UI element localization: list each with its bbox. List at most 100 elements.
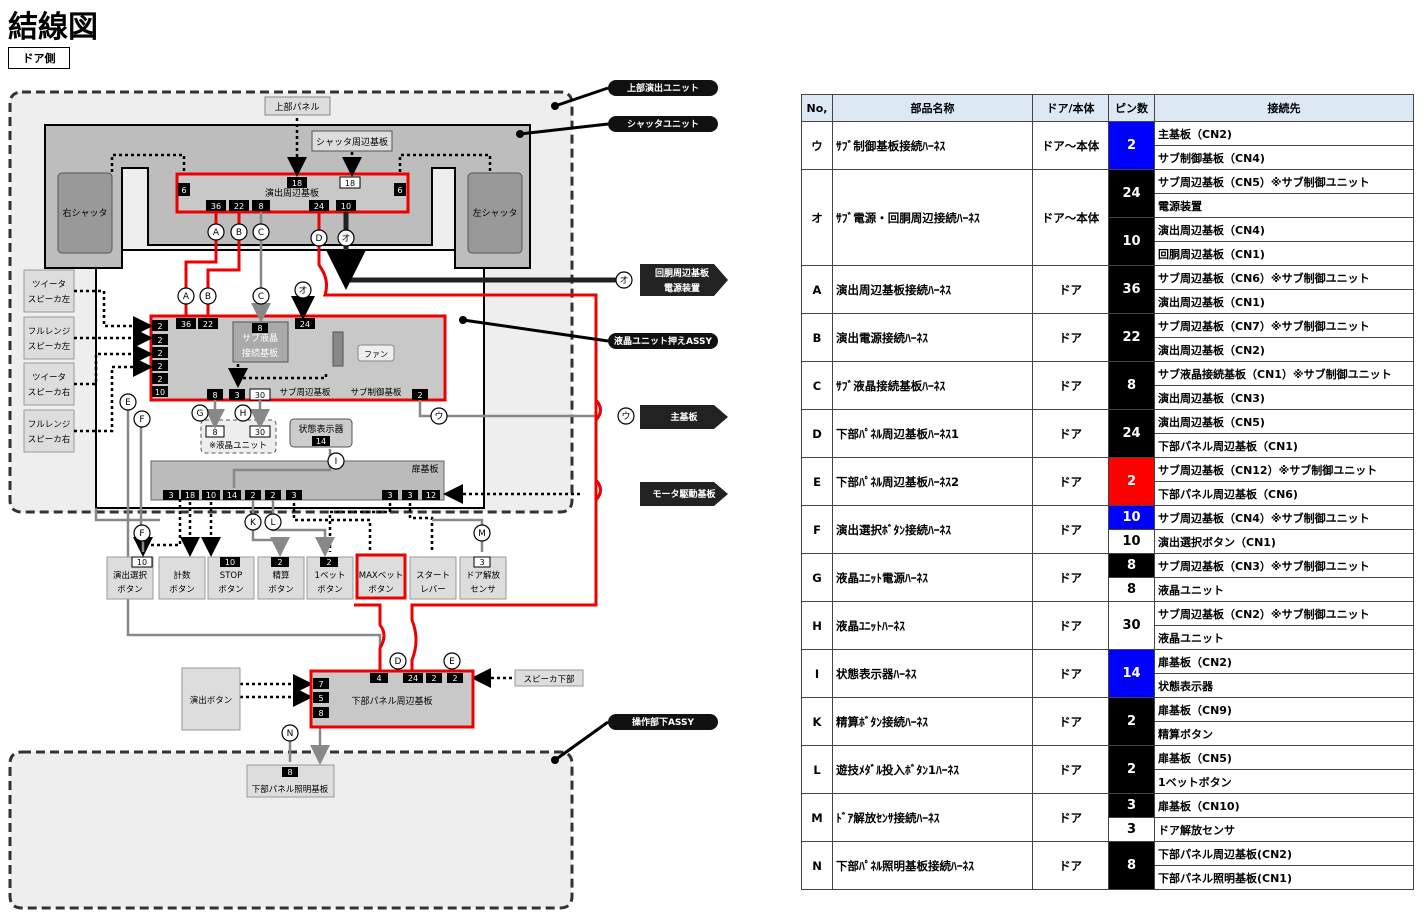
cell-dest: 液晶ユニット [1154,577,1414,602]
cell-pins: 24 [1108,409,1155,458]
svg-text:8: 8 [318,709,323,718]
cell-loc: ドア [1032,265,1109,314]
cell-dest: 扉基板（CN2) [1154,649,1414,674]
cell-loc: ドア [1032,505,1109,554]
effect-button [181,667,241,731]
svg-text:F: F [139,529,144,539]
circle-F: F [133,410,151,428]
svg-text:2: 2 [417,391,422,400]
cell-name: 演出周辺基板接続ﾊｰﾈｽ [832,265,1033,314]
svg-text:14: 14 [227,491,237,500]
svg-text:10: 10 [137,558,147,567]
cell-dest: 液晶ユニット [1154,625,1414,650]
effect-button-label: 演出ボタン [190,695,233,706]
cell-dest: サブ周辺基板（CN4）※サブ制御ユニット [1154,505,1414,530]
cell-pins: 2 [1108,121,1155,170]
svg-text:2: 2 [157,322,162,331]
cell-loc: ドア [1032,793,1109,842]
cell-dest: 電源装置 [1154,193,1414,218]
svg-text:M: M [478,529,486,539]
sub-lcd-label-2: 接続基板 [242,347,278,359]
svg-text:B: B [205,292,211,302]
svg-text:ボタン: ボタン [268,585,294,595]
svg-text:8: 8 [287,768,292,777]
cell-pins: 8 [1108,553,1155,578]
header-name: 部品名称 [832,94,1033,122]
svg-text:STOP: STOP [220,571,242,581]
svg-text:22: 22 [234,202,244,211]
cell-dest: 演出選択ボタン（CN1) [1154,529,1414,554]
cell-dest: 演出周辺基板（CN4) [1154,217,1414,242]
cell-no: B [801,313,833,362]
sub-periph-pins: 36 22 8 24 2 2 2 2 2 10 8 3 30 2 [152,318,428,401]
cell-loc: ドア [1032,553,1109,602]
cell-no: L [801,745,833,794]
cell-dest: サブ制御基板（CN4) [1154,145,1414,170]
cell-name: ｻﾌﾞ制御基板接続ﾊｰﾈｽ [832,121,1033,170]
svg-text:7: 7 [318,680,323,689]
cell-pins: 36 [1108,265,1155,314]
svg-text:センサ: センサ [470,585,496,595]
svg-text:操作部下ASSY: 操作部下ASSY [632,716,695,728]
cell-loc: ドア [1032,745,1109,794]
svg-text:3: 3 [407,491,412,500]
cell-dest: 精算ボタン [1154,721,1414,746]
circle-C: C [252,223,270,241]
svg-text:3: 3 [291,491,296,500]
circle-L: L [264,513,282,531]
svg-text:3: 3 [479,558,484,567]
cell-dest: 演出周辺基板（CN1) [1154,289,1414,314]
page-title: 結線図 [8,10,98,45]
connection-table-wrap: No, 部品名称 ドア/本体 ピン数 接続先 ウｻﾌﾞ制御基板接続ﾊｰﾈｽドア～… [801,94,1414,890]
table-row: 演出周辺基板（CN2) [802,337,1414,362]
svg-text:L: L [270,518,275,528]
cell-dest: ドア解放センサ [1154,817,1414,842]
cell-dest: サブ周辺基板（CN12）※サブ制御ユニット [1154,457,1414,482]
svg-text:2: 2 [452,674,457,683]
svg-text:MAXベット: MAXベット [359,571,403,581]
lower-panel-board [309,669,475,729]
table-row: 下部パネル照明基板(CN1) [802,865,1414,890]
svg-text:ボタン: ボタン [169,585,195,595]
svg-text:12: 12 [426,491,436,500]
effect-board-pins: 18 18 6 6 36 22 8 24 10 [178,176,406,211]
svg-text:E: E [125,398,131,408]
svg-text:6: 6 [397,186,402,195]
svg-text:フルレンジ: フルレンジ [28,327,71,337]
cell-no: G [801,553,833,602]
cell-pins: 3 [1108,817,1155,842]
cell-no: N [801,841,833,890]
lower-panel-pins: 4 24 2 2 7 5 8 [313,673,463,718]
svg-text:ボタン: ボタン [317,585,343,595]
svg-text:2: 2 [157,375,162,384]
upper-panel [264,96,331,116]
svg-text:ツイータ: ツイータ [32,280,66,290]
svg-text:24: 24 [300,320,310,329]
cell-no: D [801,409,833,458]
cell-no: C [801,361,833,410]
cell-name: 下部ﾊﾟﾈﾙ照明基板接続ﾊｰﾈｽ [832,841,1033,890]
svg-text:36: 36 [211,202,221,211]
cell-dest: 1ベットボタン [1154,769,1414,794]
table-row: 電源装置 [802,193,1414,218]
cell-dest: サブ周辺基板（CN5）※サブ制御ユニット [1154,169,1414,194]
callout-labels: 上部演出ユニット シャッタユニット 液晶ユニット押えASSY 操作部下ASSY … [608,80,728,730]
cell-no: A [801,265,833,314]
svg-text:22: 22 [203,320,213,329]
lower-light-label: 下部パネル照明基板 [252,784,329,795]
right-shutter [57,172,113,254]
svg-text:F: F [139,415,144,425]
cell-no: オ [801,169,833,266]
svg-text:4: 4 [376,674,381,683]
svg-text:上部演出ユニット: 上部演出ユニット [627,82,699,94]
svg-text:8: 8 [258,202,263,211]
